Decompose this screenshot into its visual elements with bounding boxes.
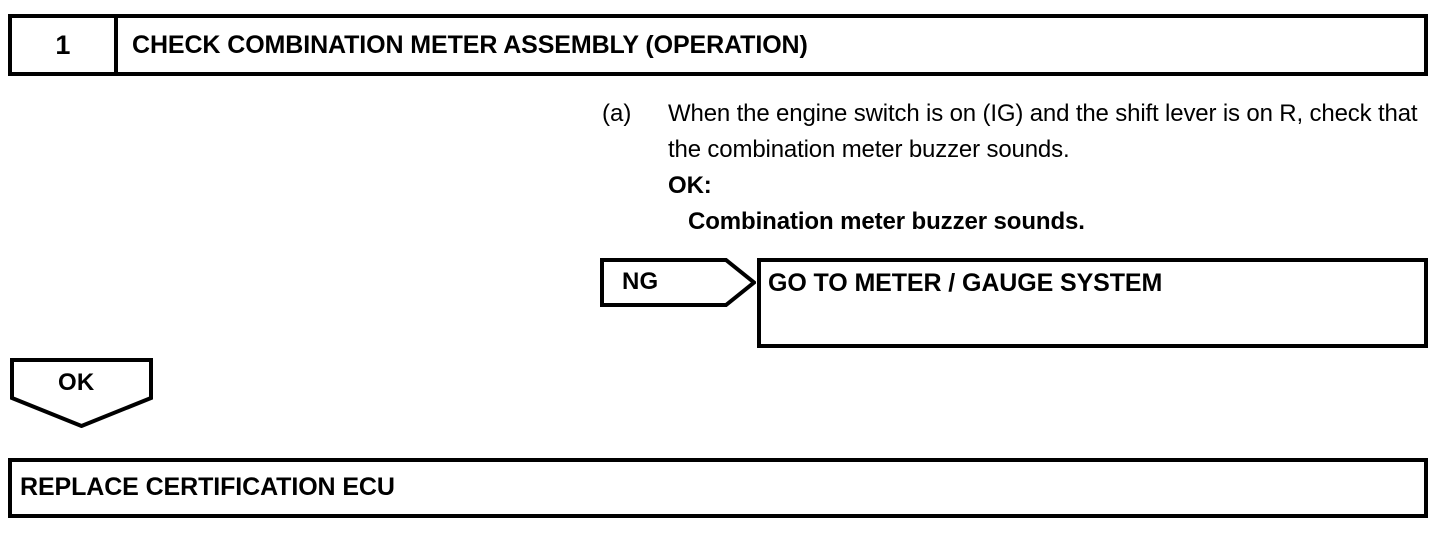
ng-result-text: GO TO METER / GAUGE SYSTEM <box>768 269 1163 297</box>
ok-result-text: REPLACE CERTIFICATION ECU <box>20 473 395 501</box>
instruction-block: (a) When the engine switch is on (IG) an… <box>602 96 1428 240</box>
ok-criteria: Combination meter buzzer sounds. <box>688 208 1085 235</box>
ng-label: NG <box>622 268 659 295</box>
instruction-row: (a) When the engine switch is on (IG) an… <box>602 96 1428 240</box>
arrow-down-icon <box>10 358 153 428</box>
ok-result-box: REPLACE CERTIFICATION ECU <box>8 458 1428 518</box>
instruction-body: When the engine switch is on (IG) and th… <box>668 96 1428 240</box>
step-title: CHECK COMBINATION METER ASSEMBLY (OPERAT… <box>132 30 808 59</box>
instruction-text: When the engine switch is on (IG) and th… <box>668 100 1418 163</box>
ng-result-box: GO TO METER / GAUGE SYSTEM <box>757 258 1428 348</box>
ng-arrow-shape <box>600 258 756 307</box>
ok-label: OK: <box>668 172 712 199</box>
ok-arrow-shape <box>10 358 153 428</box>
instruction-marker: (a) <box>602 100 632 127</box>
step-header: 1 CHECK COMBINATION METER ASSEMBLY (OPER… <box>8 14 1428 76</box>
ok-label-arrow: OK <box>58 369 95 396</box>
arrow-right-icon <box>600 258 756 307</box>
step-number: 1 <box>12 18 118 72</box>
